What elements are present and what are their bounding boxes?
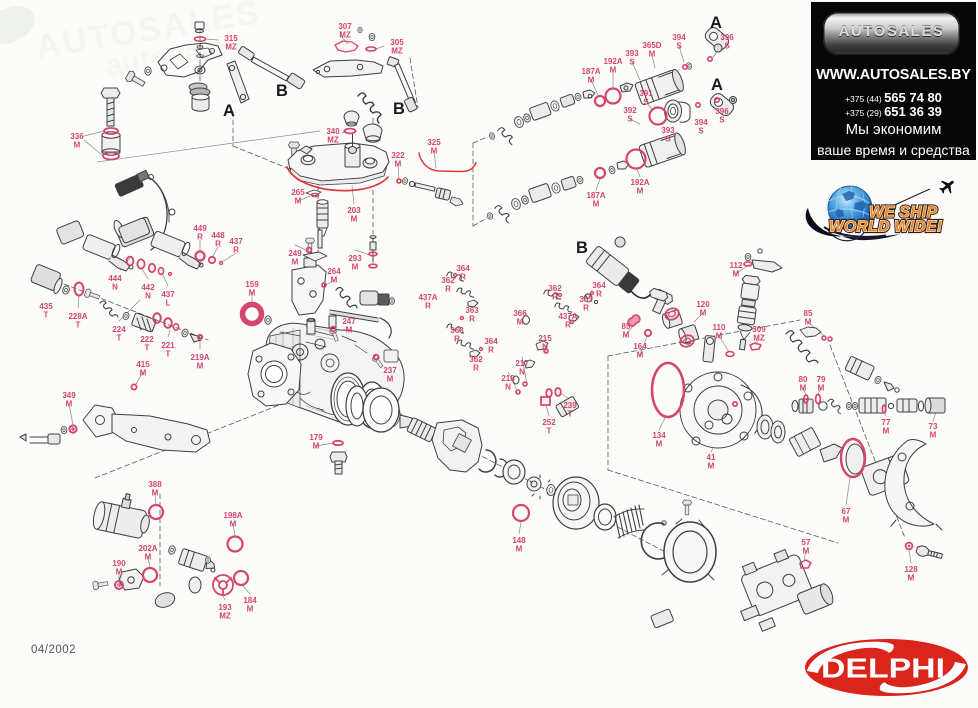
svg-text:73M: 73M [929,422,938,440]
svg-text:77M: 77M [882,418,891,436]
svg-text:85M: 85M [622,322,631,340]
svg-text:WORLD WIDE!: WORLD WIDE! [829,219,942,236]
svg-text:41M: 41M [707,453,716,471]
svg-text:85M: 85M [804,309,813,327]
svg-text:A: A [710,14,722,32]
svg-text:79M: 79M [817,375,826,393]
svg-text:67M: 67M [842,507,851,525]
svg-text:WORLD WIDE!: WORLD WIDE! [829,219,942,236]
svg-text:B: B [393,100,405,118]
svg-text:WE SHIP: WE SHIP [869,204,938,221]
svg-text:B: B [276,82,288,100]
svg-text:DELPHI: DELPHI [821,653,945,684]
svg-text:80M: 80M [799,375,808,393]
svg-text:WORLD WIDE!: WORLD WIDE! [829,219,942,236]
svg-text:57M: 57M [802,538,811,556]
svg-text:WE SHIP: WE SHIP [869,204,938,221]
svg-text:A: A [223,102,235,120]
svg-text:WE SHIP: WE SHIP [869,204,938,221]
svg-text:TM: TM [946,676,954,682]
svg-text:B: B [576,239,588,257]
svg-text:A: A [711,76,723,94]
